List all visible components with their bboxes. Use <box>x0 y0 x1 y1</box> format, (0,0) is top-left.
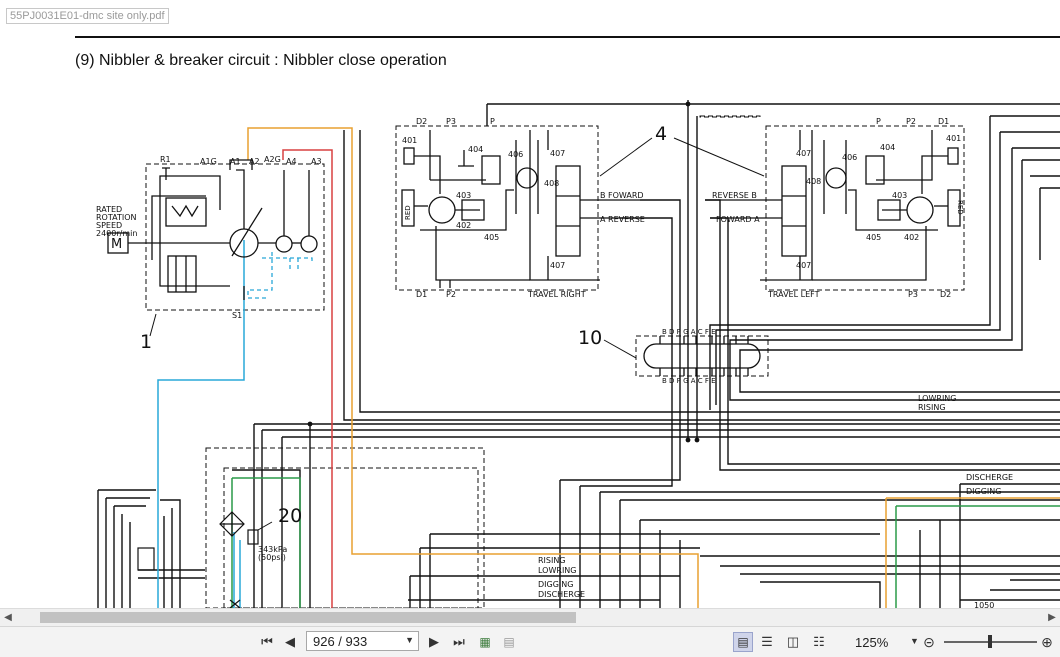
label-r1: R1 <box>160 155 171 164</box>
callout-10: 10 <box>578 327 602 349</box>
label-s1: S1 <box>232 311 242 320</box>
label-a3: A3 <box>311 157 322 166</box>
label-rpm: 2400r/min <box>96 229 137 238</box>
label-pressure: 343kPa <box>258 545 287 554</box>
label-407-left-bottom: 407 <box>796 261 811 270</box>
two-page-icon[interactable]: ◫ <box>786 634 800 649</box>
label-p2-right: P2 <box>446 290 456 299</box>
label-401-left: 401 <box>946 134 961 143</box>
single-page-icon[interactable]: ▤ <box>733 632 753 652</box>
label-rising-bottom: RISING <box>538 556 566 565</box>
label-digging-bottom: DIGGING <box>538 580 573 589</box>
label-406-right: 406 <box>508 150 523 159</box>
prev-page-icon[interactable]: ◀ <box>285 634 295 649</box>
label-partial: 1050 <box>974 601 994 608</box>
page-title: (9) Nibbler & breaker circuit : Nibbler … <box>75 52 447 69</box>
label-a4: A4 <box>286 157 297 166</box>
callout-20: 20 <box>278 505 302 527</box>
label-405-left: 405 <box>866 233 881 242</box>
label-motor: M <box>111 237 122 252</box>
label-discherge-top: DISCHERGE <box>966 473 1013 482</box>
label-407-right-top: 407 <box>550 149 565 158</box>
label-discherge-bottom: DISCHERGE <box>538 590 585 599</box>
label-402-left: 402 <box>904 233 919 242</box>
label-psi: (50psi) <box>258 553 286 562</box>
pdf-toolbar: ⏮ ◀ 926 / 933 ▼ ▶ ⏭ ▦ ▤ ▤ ☰ ◫ ☷ 125% ▼ ⊝… <box>0 626 1060 657</box>
label-a-reverse: A REVERSE <box>600 215 645 224</box>
label-foward-a: FOWARD A <box>716 215 760 224</box>
page-number-value: 926 / 933 <box>313 633 368 649</box>
label-p3-right: P3 <box>446 117 456 126</box>
first-page-icon[interactable]: ⏮ <box>261 634 273 649</box>
label-lowring-top: LOWRING <box>918 394 956 403</box>
zoom-slider-thumb[interactable] <box>988 635 992 648</box>
label-408-right: 408 <box>544 179 559 188</box>
label-a1: A1 <box>230 157 241 166</box>
scrollbar-thumb[interactable] <box>40 612 576 623</box>
hydraulic-circuit-diagram: RATED ROTATION SPEED 2400r/min R1 A1G A1… <box>96 100 1060 608</box>
header-rule <box>75 36 1060 38</box>
view-icon[interactable]: ▦ <box>479 635 491 649</box>
label-swivel-bottom: B D P G A C F E <box>662 377 716 385</box>
label-402-right: 402 <box>456 221 471 230</box>
label-p-left: P <box>876 117 881 126</box>
label-red-left: RED <box>956 200 964 215</box>
label-travel-left: TRAVEL LEFT <box>767 290 820 299</box>
label-d2-right: D2 <box>416 117 427 126</box>
view-icon-2[interactable]: ▤ <box>503 635 515 649</box>
label-speed: SPEED <box>96 221 122 230</box>
label-b-foward: B FOWARD <box>600 191 644 200</box>
label-404-left: 404 <box>880 143 895 152</box>
label-digging-top: DIGGING <box>966 487 1001 496</box>
label-rotation: ROTATION <box>96 213 137 222</box>
page-number-input[interactable]: 926 / 933 ▼ <box>306 631 419 651</box>
callout-1: 1 <box>140 331 152 353</box>
zoom-chevron-down-icon[interactable]: ▼ <box>910 636 919 646</box>
label-swivel-top: B D P G A C F E <box>662 328 716 336</box>
label-rising-top: RISING <box>918 403 946 412</box>
next-page-icon[interactable]: ▶ <box>429 634 439 649</box>
label-404-right: 404 <box>468 145 483 154</box>
label-403-left: 403 <box>892 191 907 200</box>
label-405-right: 405 <box>484 233 499 242</box>
label-rated: RATED <box>96 205 122 214</box>
continuous-icon[interactable]: ☰ <box>761 634 773 649</box>
zoom-in-icon[interactable]: ⊕ <box>1041 633 1053 650</box>
zoom-out-icon[interactable]: ⊝ <box>923 633 935 650</box>
label-reverse-b: REVERSE B <box>712 191 757 200</box>
label-d1-right: D1 <box>416 290 427 299</box>
label-401-right: 401 <box>402 136 417 145</box>
label-red-right: RED <box>404 205 412 220</box>
label-408-left: 408 <box>806 177 821 186</box>
horizontal-scrollbar[interactable]: ◀ ▶ <box>0 608 1060 626</box>
label-lowring-bottom: LOWRING <box>538 566 576 575</box>
label-406-left: 406 <box>842 153 857 162</box>
last-page-icon[interactable]: ⏭ <box>453 634 465 649</box>
two-page-continuous-icon[interactable]: ☷ <box>813 634 825 649</box>
label-407-right-bottom: 407 <box>550 261 565 270</box>
label-407-left-top: 407 <box>796 149 811 158</box>
label-a1g: A1G <box>200 157 217 166</box>
label-a2: A2 <box>249 157 260 166</box>
label-a2g: A2G <box>264 155 281 164</box>
scroll-left-icon[interactable]: ◀ <box>4 612 12 623</box>
file-name-tab: 55PJ0031E01-dmc site only.pdf <box>6 8 169 24</box>
label-p2-left: P2 <box>906 117 916 126</box>
document-viewer: 55PJ0031E01-dmc site only.pdf (9) Nibble… <box>6 8 1060 608</box>
label-p3-left: P3 <box>908 290 918 299</box>
scroll-right-icon[interactable]: ▶ <box>1048 612 1056 623</box>
label-p-right: P <box>490 117 495 126</box>
label-d1-left: D1 <box>938 117 949 126</box>
chevron-down-icon[interactable]: ▼ <box>405 635 414 645</box>
label-travel-right: TRAVEL RIGHT <box>527 290 586 299</box>
label-403-right: 403 <box>456 191 471 200</box>
label-d2-left: D2 <box>940 290 951 299</box>
zoom-level[interactable]: 125% <box>855 635 889 650</box>
callout-4: 4 <box>655 123 667 145</box>
